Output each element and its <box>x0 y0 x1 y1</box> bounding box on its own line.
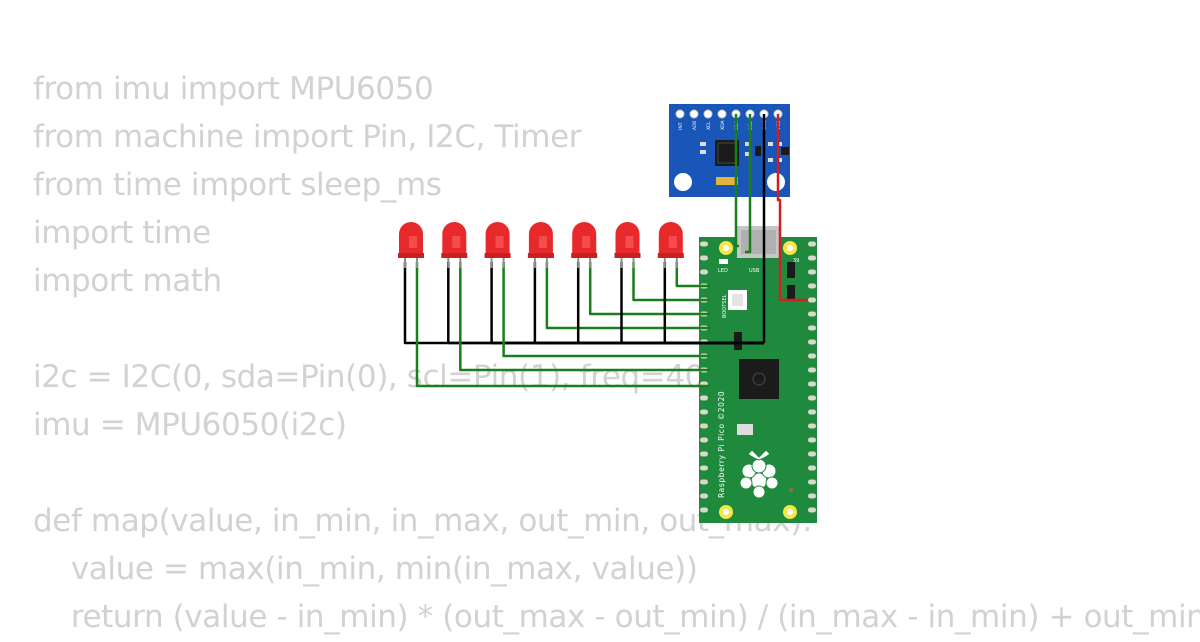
pico-pins-right <box>808 241 816 513</box>
pico-pin <box>808 353 816 359</box>
bootsel-label: BOOTSEL <box>722 294 728 318</box>
sda-wire <box>734 114 739 248</box>
pico-pin <box>808 395 816 401</box>
pico-pin <box>808 367 816 373</box>
usb-label: USB <box>749 268 760 274</box>
raspberry-logo <box>739 449 779 499</box>
imu-pin-label: XCL <box>706 121 712 130</box>
pico-pin <box>808 283 816 289</box>
led-array <box>398 222 684 268</box>
pico-pin <box>808 409 816 415</box>
pico-regulator <box>734 332 742 350</box>
pico-pin <box>808 507 816 513</box>
code-line: return (value - in_min) * (out_max - out… <box>33 599 1200 635</box>
imu-mount-hole <box>674 173 692 191</box>
pico-pin <box>700 507 708 513</box>
pico-pin <box>700 465 708 471</box>
pico-pin <box>700 493 708 499</box>
pico-silkscreen: Raspberry Pi Pico ©2020 <box>717 391 726 498</box>
pico-pin <box>808 465 816 471</box>
imu-pin-label: AD0 <box>692 120 698 130</box>
code-line: from imu import MPU6050 <box>33 71 434 107</box>
code-line: value = max(in_min, min(in_max, value)) <box>33 551 698 587</box>
pico-pin <box>700 255 708 261</box>
pico-pin <box>808 325 816 331</box>
led-signal-wire <box>502 262 710 358</box>
code-line: import time <box>33 215 211 251</box>
pico-pin <box>700 241 708 247</box>
led-signal-wire <box>675 262 710 288</box>
pico-pin <box>808 451 816 457</box>
flash-chip <box>737 424 753 435</box>
code-line: import math <box>33 263 222 299</box>
led-label: LED <box>718 268 728 274</box>
imu-pin-label: XDA <box>720 120 726 130</box>
pico-pin <box>700 451 708 457</box>
vcc-wire <box>776 114 808 302</box>
pico-pin <box>808 255 816 261</box>
led-signal-wire <box>588 262 710 316</box>
pico-pin <box>700 437 708 443</box>
pico-pin <box>700 395 708 401</box>
led-signal-wire <box>415 262 710 388</box>
led <box>614 222 641 268</box>
pico-pin <box>700 423 708 429</box>
pico-pin <box>808 311 816 317</box>
pico-pin <box>808 339 816 345</box>
pico-pin <box>808 437 816 443</box>
pico-pin <box>700 409 708 415</box>
led-signal-wire <box>459 262 710 372</box>
pico-pin <box>808 493 816 499</box>
pico-pin <box>808 381 816 387</box>
raspberry-pi-pico: LED USB 39 BOOTSEL Raspberry Pi Pico ©20… <box>699 226 817 523</box>
pico-pin <box>808 241 816 247</box>
mpu6050-module: INT AD0 XCL XDA SDA SCL GND VCC <box>669 104 790 197</box>
imu-wires <box>734 114 808 343</box>
led <box>398 222 424 268</box>
led-signal-wire <box>632 262 710 302</box>
led <box>571 222 598 268</box>
pico-pin <box>808 269 816 275</box>
pico-pin <box>808 297 816 303</box>
led <box>527 222 554 268</box>
led <box>657 222 684 268</box>
led-signal-wire <box>545 262 710 330</box>
imu-capacitor <box>716 177 738 185</box>
pin-number-label: 39 <box>793 258 799 264</box>
pico-pin <box>808 423 816 429</box>
pico-pin <box>808 479 816 485</box>
imu-mount-hole <box>767 173 785 191</box>
code-line: imu = MPU6050(i2c) <box>33 407 347 443</box>
pico-pin <box>700 479 708 485</box>
code-line: from machine import Pin, I2C, Timer <box>33 119 582 155</box>
code-listing: from imu import MPU6050 from machine imp… <box>33 66 1200 642</box>
onboard-led <box>719 259 728 264</box>
led-ground-wire <box>663 262 764 345</box>
led <box>441 222 468 268</box>
rp2040-chip <box>739 359 779 399</box>
pico-pin <box>700 269 708 275</box>
led-wires <box>403 262 764 388</box>
led <box>484 222 511 268</box>
code-line: from time import sleep_ms <box>33 167 442 203</box>
scl-wire <box>745 114 752 254</box>
imu-pin-label: INT <box>678 122 684 130</box>
